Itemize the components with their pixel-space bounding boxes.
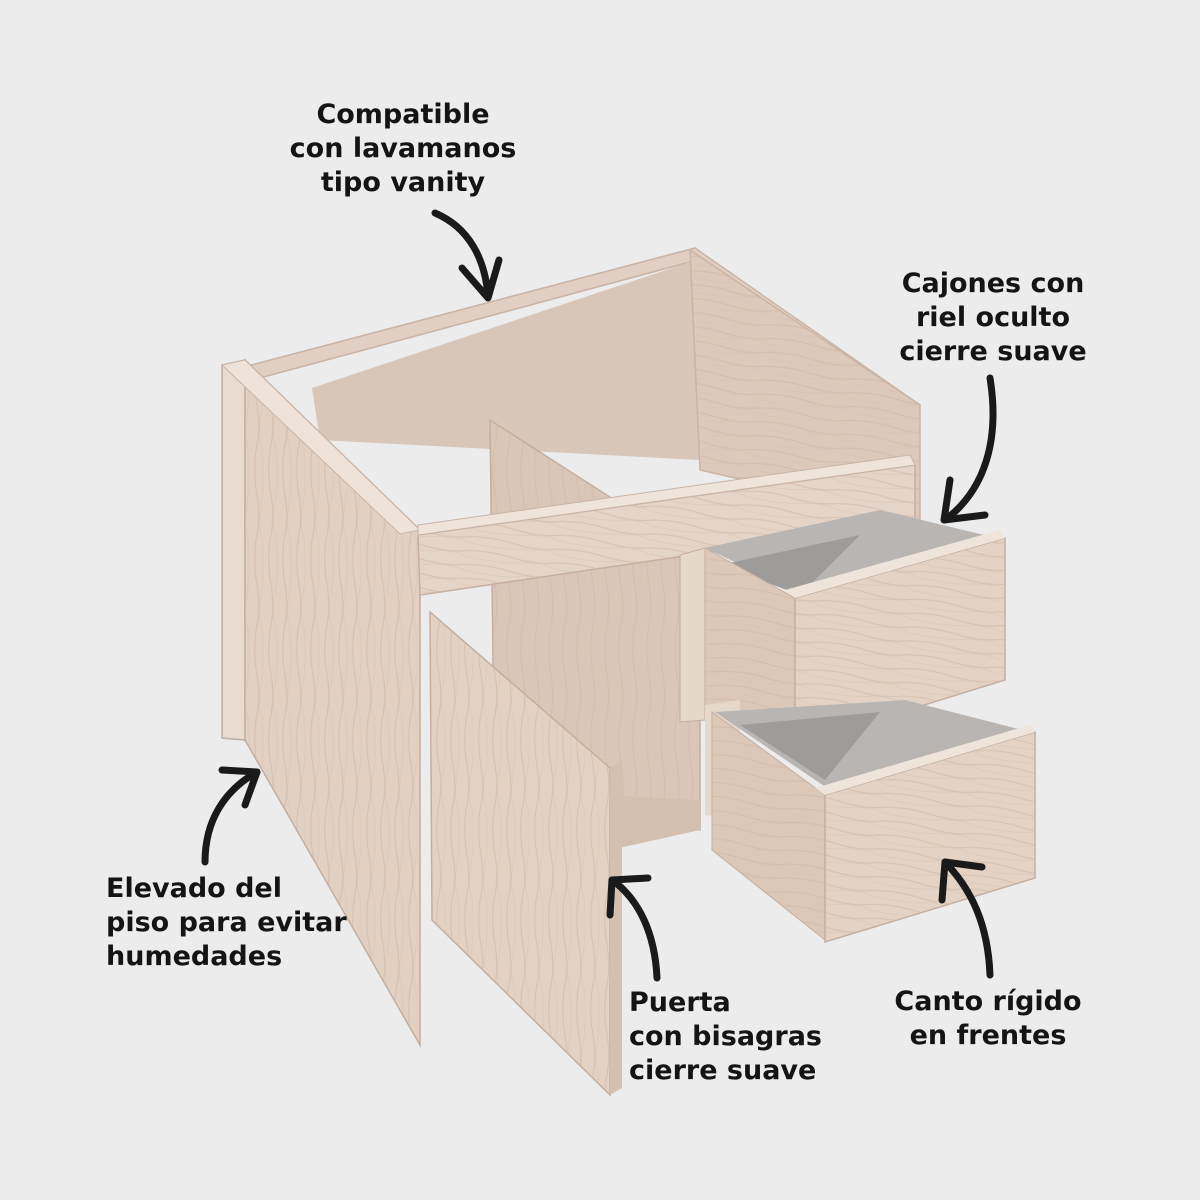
annotation-elevated-line: Elevado del — [106, 873, 283, 904]
annotation-door-line: cierre suave — [629, 1055, 817, 1086]
cabinet — [220, 247, 1036, 1097]
annotation-drawers-line: riel oculto — [915, 302, 1071, 333]
annotation-elevated-line: humedades — [106, 941, 283, 972]
annotation-vanity-line: Compatible — [316, 99, 490, 130]
arrow-vanity-icon — [431, 209, 503, 302]
annotation-door-line: con bisagras — [629, 1021, 822, 1052]
annotation-edge-line: Canto rígido — [894, 986, 1082, 1017]
annotation-drawers-line: cierre suave — [899, 336, 1087, 367]
annotation-vanity-line: tipo vanity — [320, 167, 486, 198]
annotation-elevated-line: piso para evitar — [106, 907, 347, 938]
arrow-drawers-icon — [940, 374, 997, 524]
upper-drawer — [679, 510, 1006, 747]
arrow-edge-icon — [938, 858, 994, 979]
annotation-edge-line: en frentes — [909, 1020, 1067, 1051]
annotation-door: Puerta con bisagras cierre suave — [629, 986, 822, 1088]
lower-drawer — [705, 700, 1036, 944]
annotation-drawers: Cajones con riel oculto cierre suave — [878, 267, 1108, 369]
annotation-elevated: Elevado del piso para evitar humedades — [106, 872, 347, 974]
arrow-elevated-icon — [201, 766, 261, 866]
annotation-drawers-line: Cajones con — [901, 268, 1085, 299]
interior-back-wall — [312, 262, 700, 460]
annotation-door-line: Puerta — [629, 987, 731, 1018]
annotation-vanity: Compatible con lavamanos tipo vanity — [278, 98, 528, 200]
left-side-panel-edge — [221, 359, 246, 741]
annotation-vanity-line: con lavamanos — [289, 133, 517, 164]
arrow-door-icon — [606, 874, 661, 982]
annotation-edge: Canto rígido en frentes — [878, 985, 1098, 1053]
